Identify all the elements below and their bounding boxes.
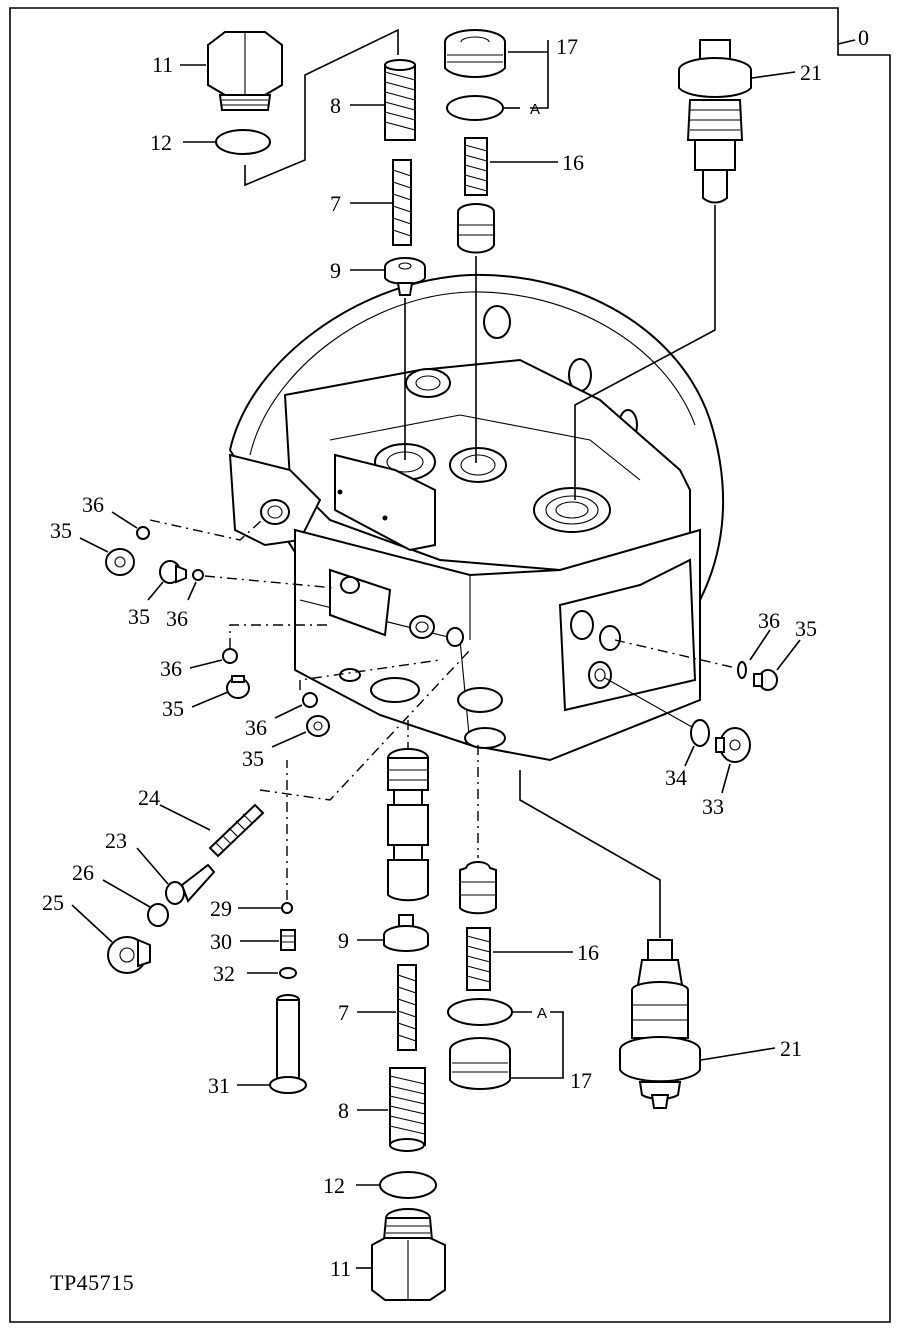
oring-36-right <box>737 661 747 679</box>
plug-35-right <box>753 669 778 691</box>
screw-23 <box>165 863 216 905</box>
seat-bottom <box>383 914 429 952</box>
callout-oring-bottom: 12 <box>323 1173 345 1198</box>
callout-oring-36-d: 36 <box>245 715 267 740</box>
callout-oring-top: 12 <box>150 130 172 155</box>
callout-seat-top: 9 <box>330 258 341 283</box>
spring-inner-bottom <box>397 964 417 1051</box>
spring-16-top <box>464 137 488 196</box>
spring-outer-bottom <box>389 1067 426 1152</box>
plug-bottom <box>371 1208 446 1301</box>
callout-plug-35-a: 35 <box>50 518 72 543</box>
plug-top <box>207 31 283 111</box>
plug-35-c <box>226 675 250 699</box>
callout-oring-36-a: 36 <box>82 492 104 517</box>
ring-32 <box>279 967 297 979</box>
callout-spring-outer-bottom: 8 <box>338 1098 349 1123</box>
callout-plug-35-d: 35 <box>242 746 264 771</box>
plug-33 <box>715 727 751 763</box>
oring-36-c <box>222 648 238 664</box>
oring-bottom <box>379 1171 437 1199</box>
part-30 <box>280 929 296 951</box>
callout-spring-16-top: 16 <box>562 150 584 175</box>
oring-a-top <box>446 95 504 121</box>
callout-oring-34: 34 <box>665 765 687 790</box>
plug-35-a <box>105 548 135 576</box>
callout-spring-24: 24 <box>138 785 160 810</box>
callout-oring-36-b: 36 <box>166 606 188 631</box>
oring-36-a <box>136 526 150 540</box>
callout-cap-top: 17 <box>556 34 578 59</box>
ball-29 <box>281 902 293 914</box>
callout-spring-inner-top: 7 <box>330 191 341 216</box>
callout-plug-33: 33 <box>702 794 724 819</box>
spring-16-bottom <box>466 927 491 991</box>
relief-valve-bottom <box>619 939 701 1109</box>
plug-35-b <box>159 560 187 584</box>
poppet-top <box>457 203 495 254</box>
frame-border <box>9 7 891 1323</box>
oring-36-d <box>302 692 318 708</box>
spring-outer-top <box>384 59 416 141</box>
callout-spring-outer-top: 8 <box>330 93 341 118</box>
spring-inner-top <box>392 159 412 246</box>
callout-plug-35-c: 35 <box>162 696 184 721</box>
callout-seat-bottom: 9 <box>338 928 349 953</box>
callout-oring-26: 26 <box>72 860 94 885</box>
pin-31 <box>269 994 307 1094</box>
callout-relief-valve-top: 21 <box>800 60 822 85</box>
spring-24 <box>208 803 265 858</box>
cap-bottom <box>449 1037 511 1090</box>
callout-relief-valve-bottom: 21 <box>780 1036 802 1061</box>
oring-top <box>215 129 271 155</box>
callout-plug-25: 25 <box>42 890 64 915</box>
callout-oring-36-c: 36 <box>160 656 182 681</box>
callout-ring-32: 32 <box>213 961 235 986</box>
callout-spring-inner-bottom: 7 <box>338 1000 349 1025</box>
frame-callout-leader <box>837 39 856 45</box>
callout-oring-36-right: 36 <box>758 608 780 633</box>
oring-36-b <box>192 569 204 581</box>
callout-oring-a-bottom: A <box>537 1005 547 1022</box>
callout-part-30: 30 <box>210 929 232 954</box>
oring-34 <box>690 719 710 747</box>
plug-25 <box>107 936 151 974</box>
callout-plug-bottom: 11 <box>330 1256 351 1281</box>
oring-26 <box>147 903 169 927</box>
callout-plug-top: 11 <box>152 52 173 77</box>
callout-oring-a-top: A <box>530 101 540 118</box>
callout-screw-23: 23 <box>105 828 127 853</box>
cap-top <box>444 29 506 78</box>
oring-a-bottom <box>447 998 513 1026</box>
callout-cap-bottom: 17 <box>570 1068 592 1093</box>
callout-plug-35-b: 35 <box>128 604 150 629</box>
frame-callout: 0 <box>858 25 869 50</box>
callout-pin-31: 31 <box>208 1073 230 1098</box>
callout-plug-35-right: 35 <box>795 616 817 641</box>
poppet-bottom <box>459 745 497 915</box>
relief-valve-top <box>678 39 752 204</box>
figure-reference: TP45715 <box>50 1270 134 1295</box>
callout-ball-29: 29 <box>210 896 232 921</box>
spool <box>387 720 429 902</box>
callout-spring-16-bottom: 16 <box>577 940 599 965</box>
plug-35-d <box>306 715 330 737</box>
seat-top <box>384 257 426 296</box>
